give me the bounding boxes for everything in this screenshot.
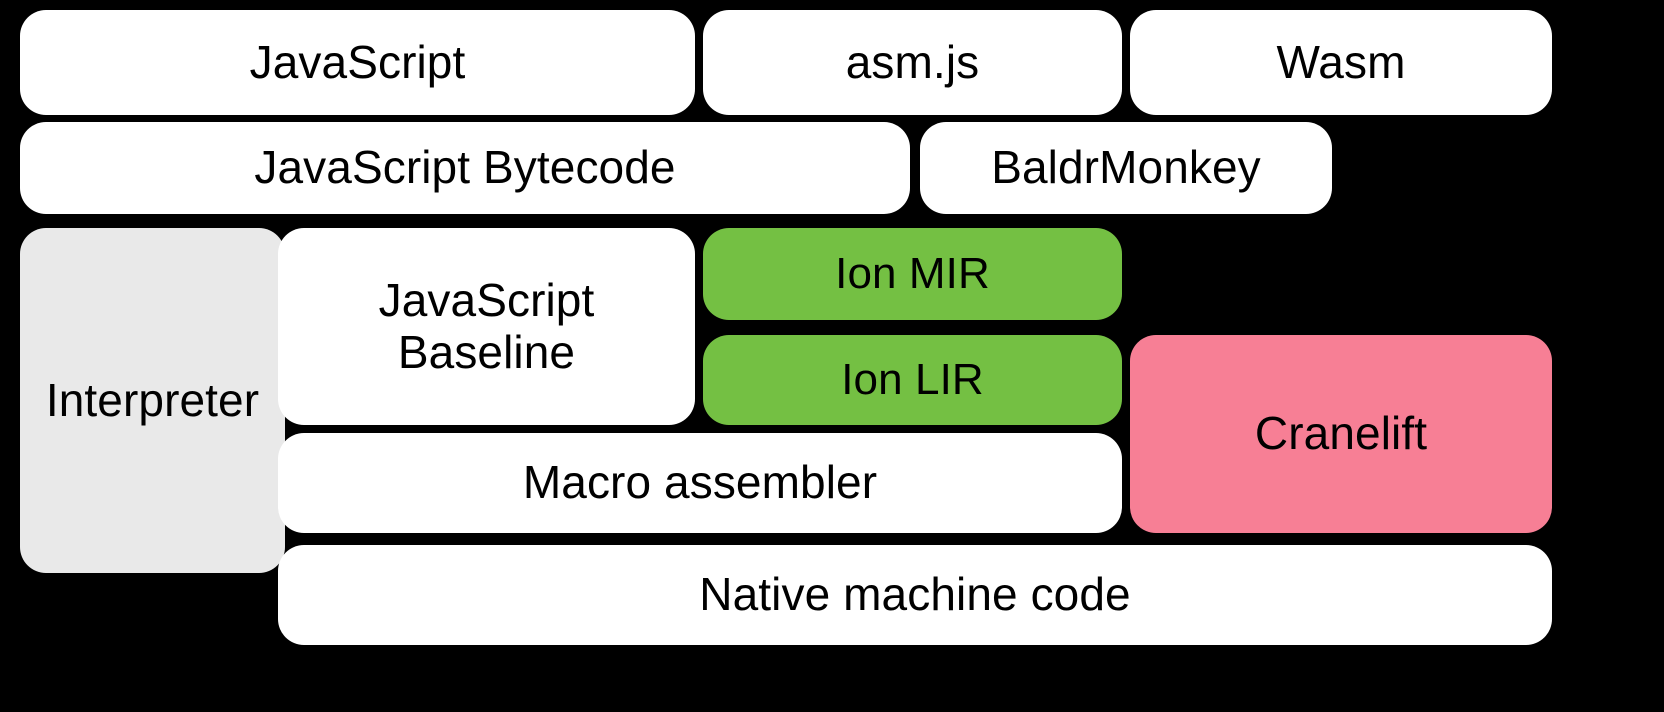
node-javascript-bytecode: JavaScript Bytecode [20, 122, 910, 214]
node-asmjs: asm.js [703, 10, 1122, 115]
node-javascript: JavaScript [20, 10, 695, 115]
node-ion-lir: Ion LIR [703, 335, 1122, 425]
node-baldrmonkey: BaldrMonkey [920, 122, 1332, 214]
node-interpreter: Interpreter [20, 228, 285, 573]
node-native-machine-code: Native machine code [278, 545, 1552, 645]
node-cranelift: Cranelift [1130, 335, 1552, 533]
node-wasm: Wasm [1130, 10, 1552, 115]
node-ion-mir: Ion MIR [703, 228, 1122, 320]
node-macro-assembler: Macro assembler [278, 433, 1122, 533]
node-javascript-baseline: JavaScript Baseline [278, 228, 695, 425]
